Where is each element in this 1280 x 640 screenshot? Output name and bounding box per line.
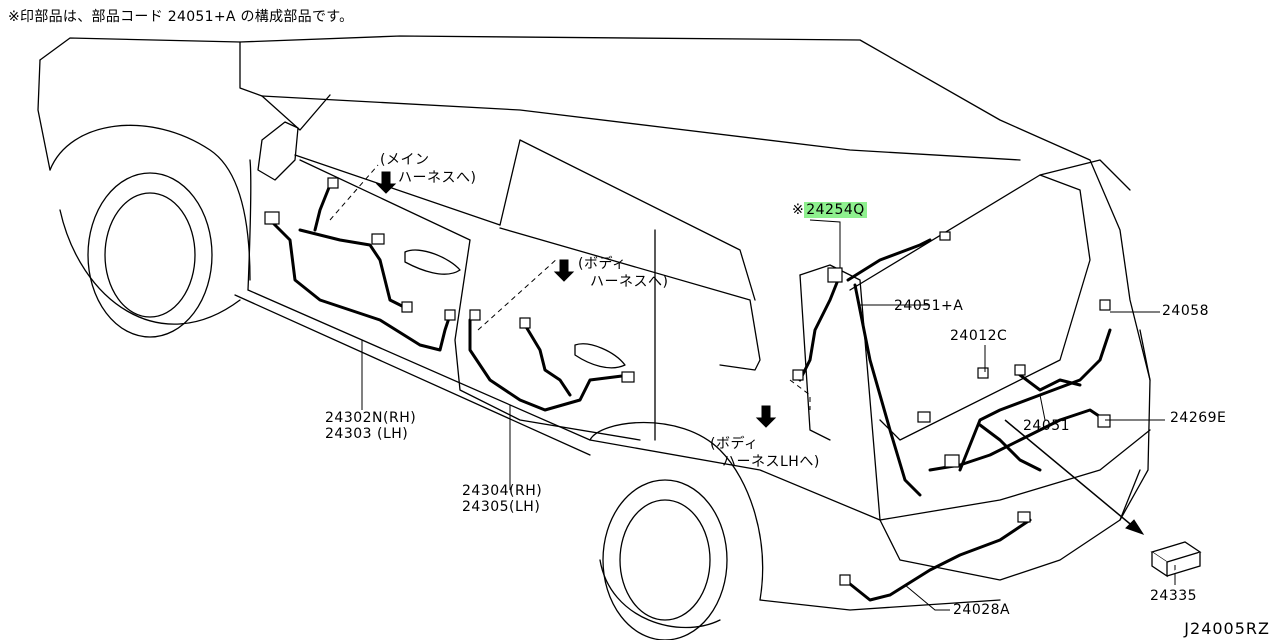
part-24335-box [1150,541,1202,578]
part-label-24269e: 24269E [1170,410,1227,426]
part-number-highlighted: 24254Q [804,202,867,218]
diagram-code: J24005RZ [1184,619,1270,638]
part-label-24303: 24303 (LH) [325,426,409,442]
vehicle-outline [37,35,1151,640]
header-note: ※印部品は、部品コード 24051+A の構成部品です。 [8,9,354,25]
part-label-24058: 24058 [1162,303,1210,319]
callout-main-harness-line1: (メイン [380,152,430,168]
callout-body-harness-line2: ハーネスへ) [590,274,669,290]
part-label-24028a: 24028A [953,602,1011,618]
part-mark: ※ [792,202,805,218]
part-label-24254q: ※24254Q [792,202,867,218]
callout-body-lh-line1: (ボディ [710,436,759,452]
leader-lines [361,219,1176,611]
callout-body-harness-line1: (ボディ [578,256,627,272]
part-label-24304: 24304(RH) [462,483,543,499]
part-label-24305: 24305(LH) [462,499,541,515]
wiring-harness [268,183,1112,602]
callout-body-lh-line2: ハーネスLHへ) [722,454,820,470]
part-label-24335: 24335 [1150,588,1198,604]
callout-main-harness-line2: ハーネスへ) [398,170,477,186]
connectors [264,177,1111,586]
direction-arrows [375,171,1145,535]
part-label-24012c: 24012C [950,328,1008,344]
part-label-24051a: 24051+A [894,298,964,314]
part-label-24302n: 24302N(RH) [325,410,417,426]
part-label-24051: 24051 [1023,418,1071,434]
guide-lines [329,164,811,410]
